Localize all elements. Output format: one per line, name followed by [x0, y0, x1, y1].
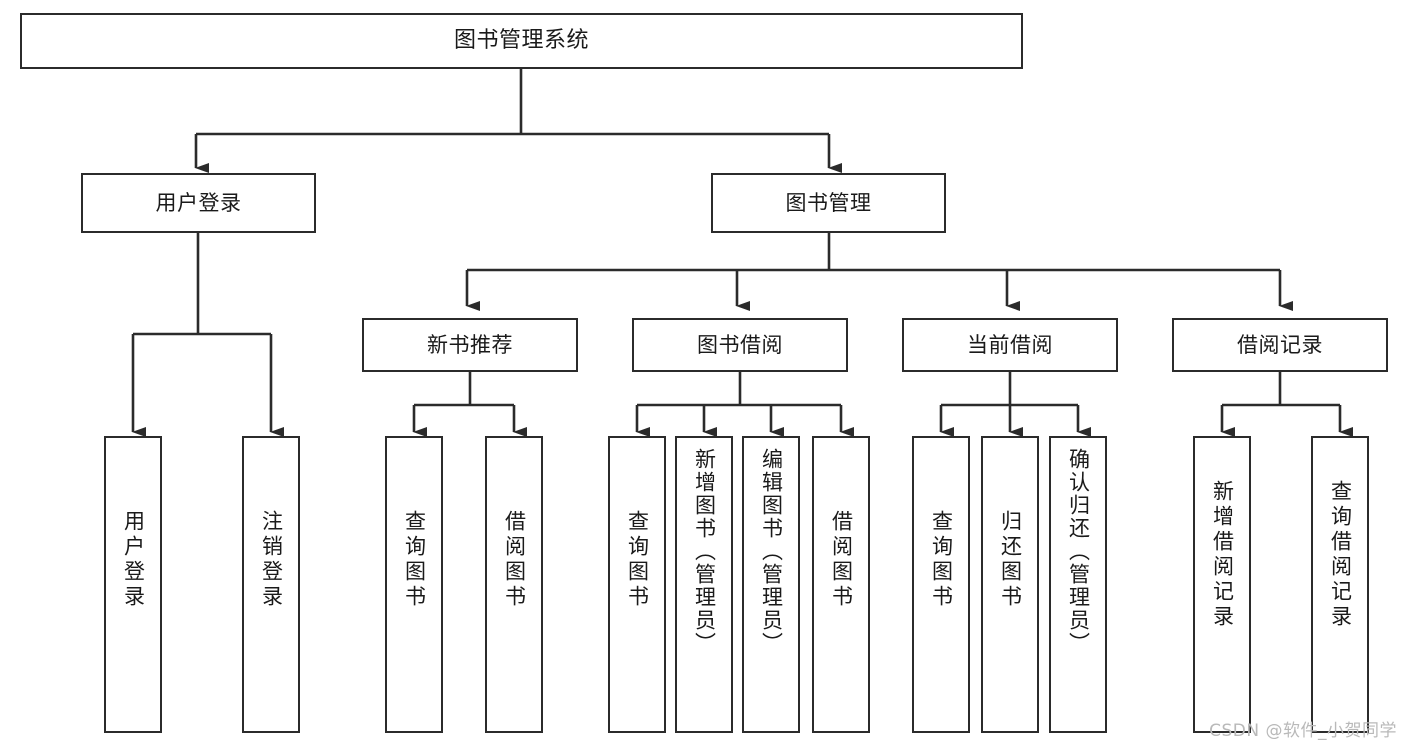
node-leaf-add-book[interactable]: 新增图书（管理员） [675, 436, 733, 733]
node-user-login[interactable]: 用户登录 [81, 173, 316, 233]
node-book-mgmt-label: 图书管理 [785, 190, 872, 215]
node-leaf-borrow-book-2-label: 借阅图书 [829, 510, 854, 610]
node-leaf-logout-label: 注销登录 [259, 510, 284, 610]
node-current-borrow-label: 当前借阅 [967, 332, 1053, 357]
node-leaf-query-book-1[interactable]: 查询图书 [385, 436, 443, 733]
node-book-borrow[interactable]: 图书借阅 [632, 318, 848, 372]
node-leaf-borrow-book-1-label: 借阅图书 [502, 510, 527, 610]
node-leaf-query-book-3[interactable]: 查询图书 [912, 436, 970, 733]
node-leaf-confirm-return-label: 确认归还（管理员） [1066, 448, 1091, 655]
node-leaf-add-book-label: 新增图书（管理员） [692, 448, 717, 655]
node-root-label: 图书管理系统 [453, 28, 589, 54]
node-leaf-user-login-label: 用户登录 [121, 510, 146, 610]
node-leaf-query-record[interactable]: 查询借阅记录 [1311, 436, 1369, 733]
node-root[interactable]: 图书管理系统 [20, 13, 1023, 69]
node-current-borrow[interactable]: 当前借阅 [902, 318, 1118, 372]
node-user-login-label: 用户登录 [155, 190, 242, 215]
csdn-watermark: CSDN @软件_小贺同学 [1209, 721, 1397, 741]
node-leaf-borrow-book-2[interactable]: 借阅图书 [812, 436, 870, 733]
node-book-borrow-label: 图书借阅 [697, 332, 783, 357]
node-new-book-rec-label: 新书推荐 [427, 332, 513, 357]
node-leaf-add-record[interactable]: 新增借阅记录 [1193, 436, 1251, 733]
node-book-mgmt[interactable]: 图书管理 [711, 173, 946, 233]
node-leaf-query-book-3-label: 查询图书 [929, 510, 954, 610]
node-borrow-record[interactable]: 借阅记录 [1172, 318, 1388, 372]
node-leaf-user-login[interactable]: 用户登录 [104, 436, 162, 733]
node-leaf-query-book-1-label: 查询图书 [402, 510, 427, 610]
node-leaf-borrow-book-1[interactable]: 借阅图书 [485, 436, 543, 733]
node-borrow-record-label: 借阅记录 [1237, 332, 1323, 357]
node-leaf-return-book-label: 归还图书 [998, 510, 1023, 610]
node-leaf-return-book[interactable]: 归还图书 [981, 436, 1039, 733]
node-leaf-query-book-2[interactable]: 查询图书 [608, 436, 666, 733]
node-leaf-query-record-label: 查询借阅记录 [1328, 480, 1353, 630]
node-leaf-add-record-label: 新增借阅记录 [1210, 480, 1235, 630]
node-leaf-edit-book[interactable]: 编辑图书（管理员） [742, 436, 800, 733]
node-leaf-query-book-2-label: 查询图书 [625, 510, 650, 610]
node-leaf-logout[interactable]: 注销登录 [242, 436, 300, 733]
node-leaf-edit-book-label: 编辑图书（管理员） [759, 448, 784, 655]
node-new-book-rec[interactable]: 新书推荐 [362, 318, 578, 372]
node-leaf-confirm-return[interactable]: 确认归还（管理员） [1049, 436, 1107, 733]
